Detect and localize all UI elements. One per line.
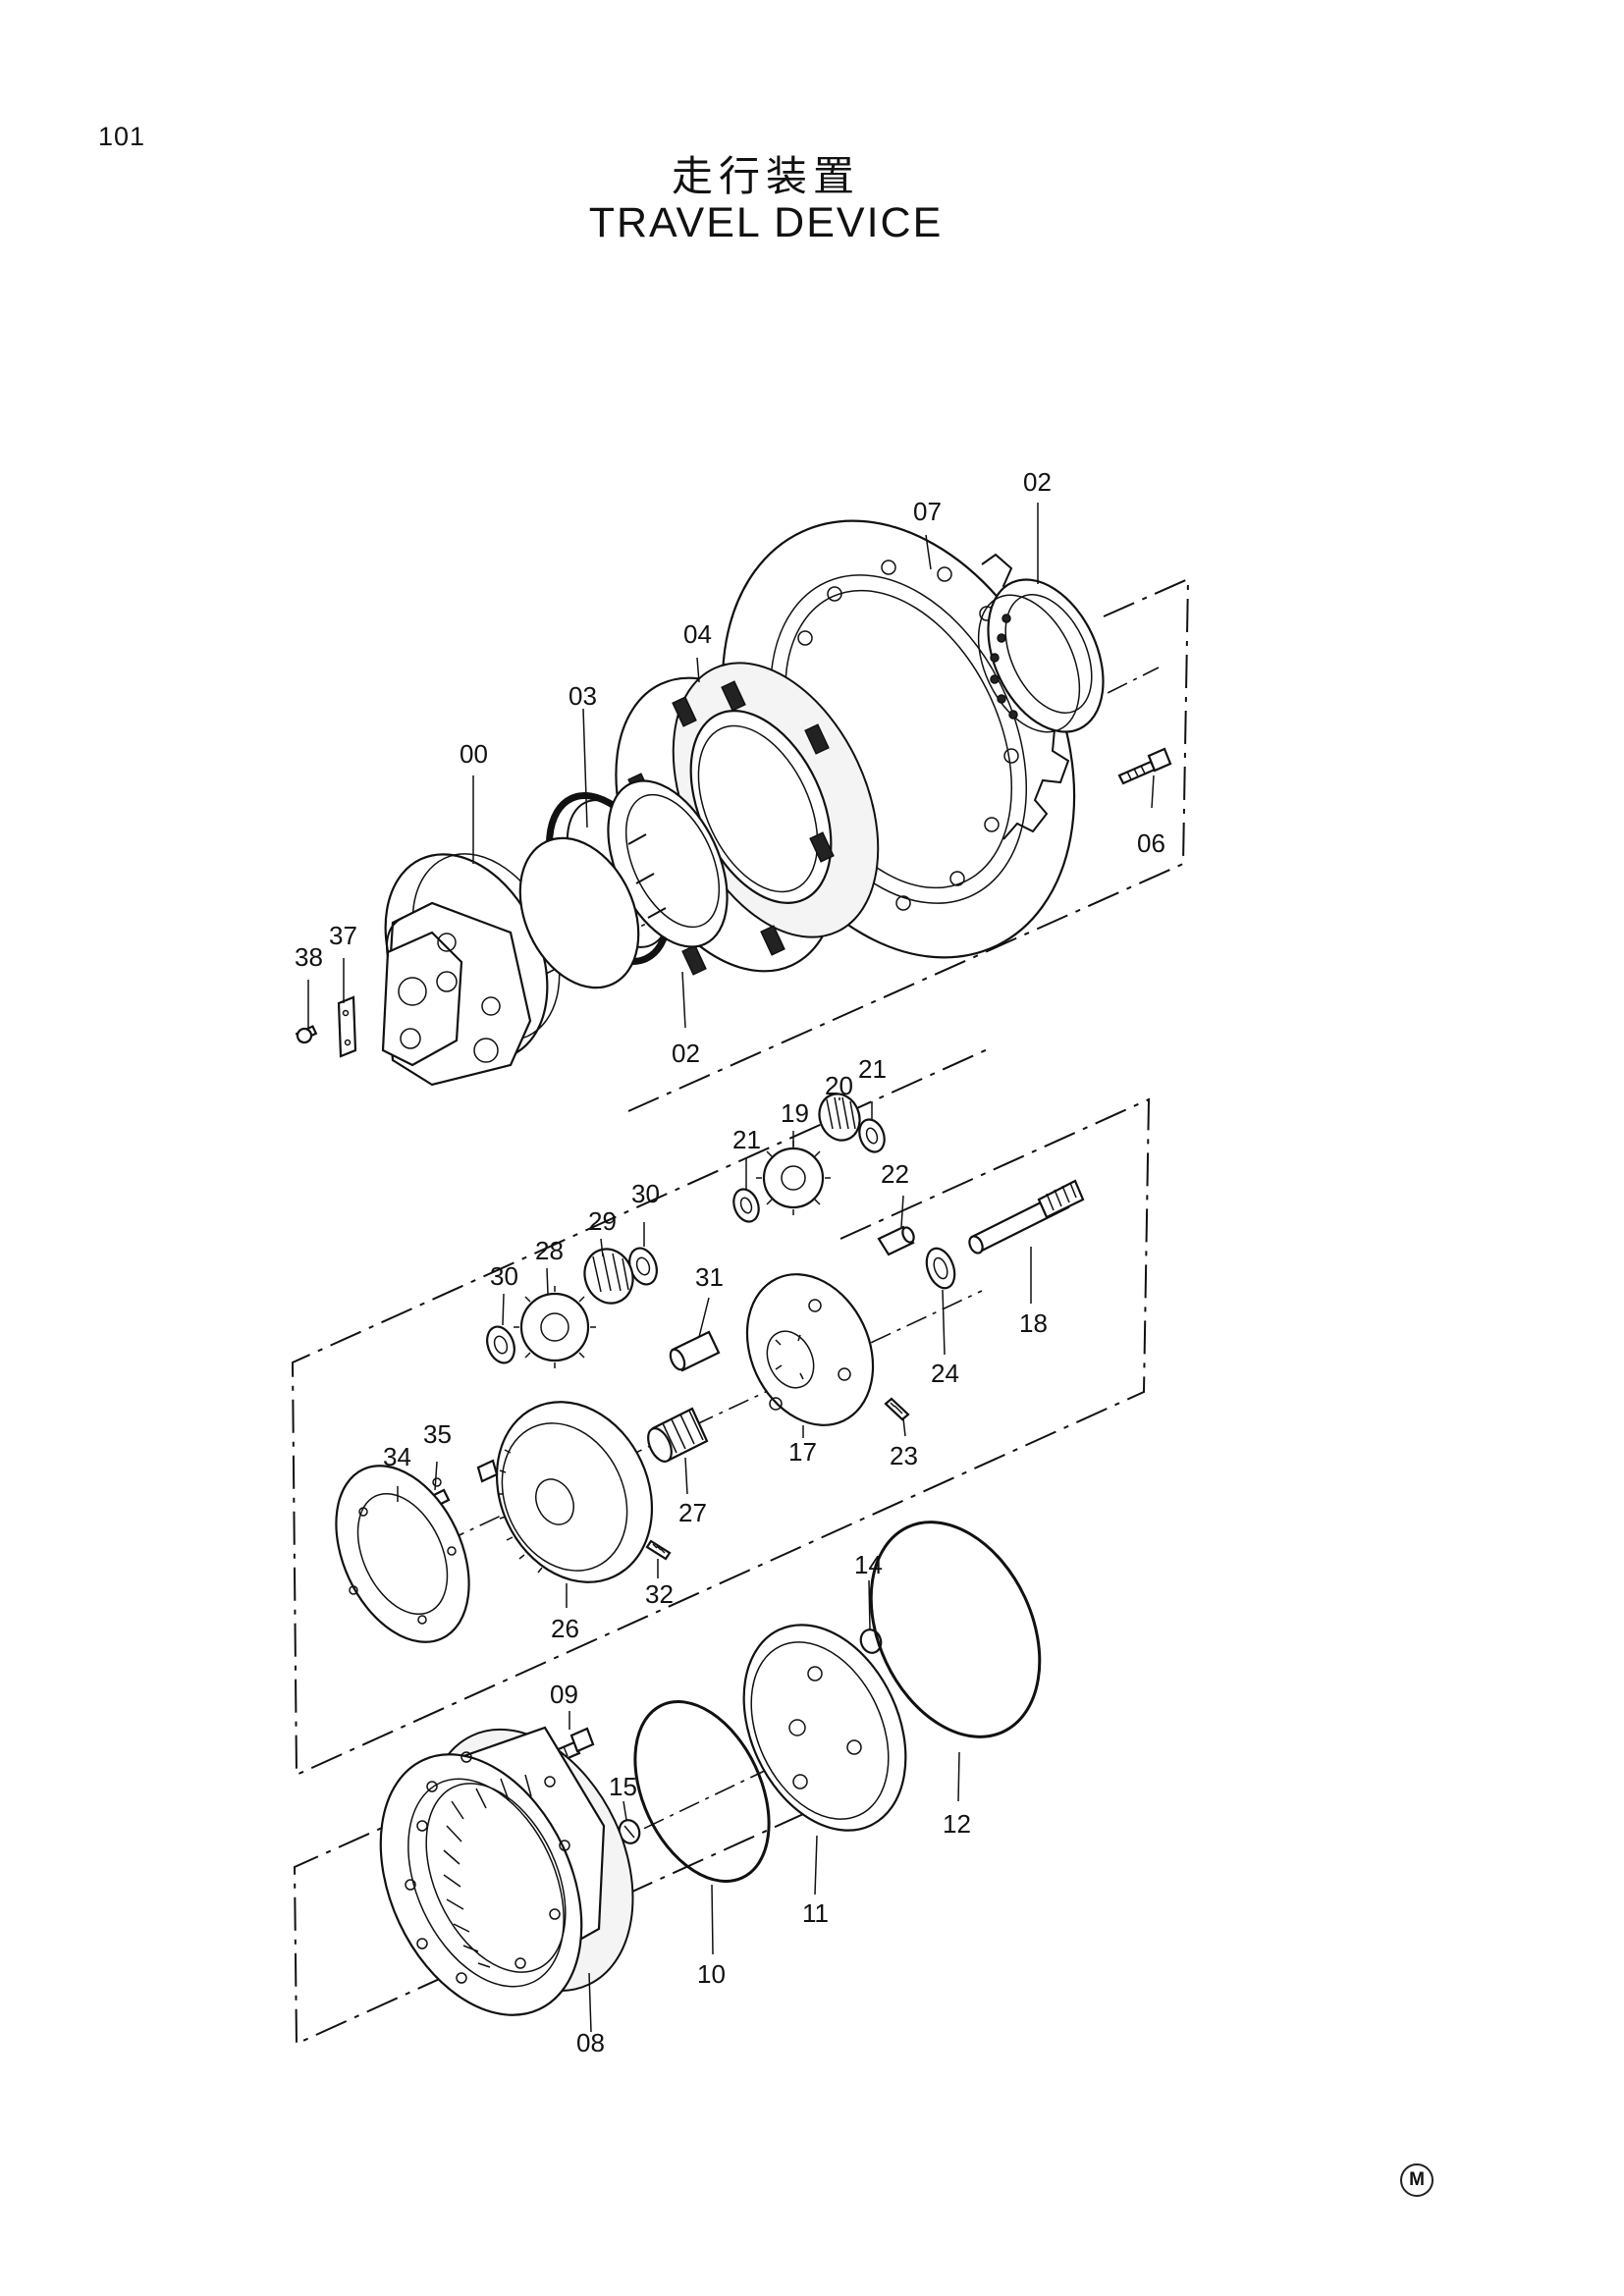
label-29: 29 [588, 1206, 617, 1236]
label-09: 09 [550, 1680, 578, 1709]
label-19: 19 [781, 1098, 809, 1128]
group-frame-upper [627, 577, 1190, 1112]
title-english: TRAVEL DEVICE [588, 199, 944, 246]
label-11: 11 [802, 1898, 829, 1928]
thrust-washer-part-30-left [486, 1325, 515, 1364]
label-23: 23 [890, 1441, 918, 1470]
label-06: 06 [1137, 828, 1165, 858]
page-number: 101 [98, 122, 146, 151]
label-14: 14 [854, 1550, 883, 1579]
screw-part-38 [295, 1025, 318, 1044]
needle-bearing-part-29 [583, 1248, 634, 1305]
label-02-upper: 02 [1023, 467, 1052, 497]
label-15: 15 [609, 1772, 637, 1801]
thrust-washer-part-21-left [732, 1188, 760, 1223]
sun-gear-part-27 [647, 1407, 709, 1463]
shaft-part-18 [968, 1179, 1085, 1255]
group-frame-middle [291, 1047, 1151, 1777]
title-japanese: 走行装置 [671, 153, 860, 199]
o-ring-part-12 [869, 1521, 1042, 1738]
planet-carrier-part-26 [476, 1401, 654, 1583]
thrust-plate-part-34 [335, 1465, 470, 1643]
label-37: 37 [329, 921, 357, 950]
travel-motor-part-00 [381, 836, 640, 1087]
pin-part-22 [877, 1225, 915, 1256]
planet-gear-part-19 [756, 1141, 831, 1215]
thrust-washer-part-24 [925, 1247, 956, 1290]
label-07: 07 [913, 497, 942, 526]
label-24: 24 [931, 1359, 959, 1388]
label-12: 12 [943, 1809, 971, 1839]
label-26: 26 [551, 1614, 579, 1643]
spring-pin-part-32 [645, 1539, 672, 1561]
leader-lines-lower [568, 1579, 960, 2033]
axis-line-middle [372, 1290, 983, 1576]
label-20: 20 [825, 1071, 853, 1100]
label-34: 34 [383, 1442, 411, 1471]
label-02-lower: 02 [672, 1039, 700, 1068]
leader-lines-upper [307, 503, 1155, 1029]
label-10: 10 [697, 1959, 726, 1989]
planet-carrier-part-17 [745, 1273, 875, 1426]
ring-gear-housing-part-08 [379, 1726, 634, 2016]
planet-gear-part-28 [514, 1286, 596, 1368]
label-30-right: 30 [631, 1179, 660, 1208]
o-ring-part-10 [633, 1700, 771, 1883]
bolt-part-06 [1117, 747, 1172, 785]
label-00: 00 [460, 739, 488, 769]
leader-lines-middle [397, 1097, 1032, 1608]
label-22: 22 [881, 1159, 909, 1189]
label-18: 18 [1019, 1308, 1048, 1338]
label-04: 04 [683, 619, 712, 649]
label-28: 28 [535, 1236, 564, 1265]
pin-part-31 [669, 1330, 721, 1372]
label-38: 38 [295, 942, 323, 972]
label-31: 31 [695, 1262, 724, 1292]
label-30-left: 30 [490, 1261, 518, 1291]
thrust-washer-part-21-right [858, 1118, 886, 1153]
label-27: 27 [678, 1498, 707, 1527]
label-32: 32 [645, 1579, 674, 1609]
label-21-right: 21 [858, 1054, 887, 1084]
label-17: 17 [788, 1437, 817, 1467]
needle-bearing-part-20 [818, 1093, 861, 1142]
part-labels: 02 07 04 03 00 06 37 38 02 21 20 19 21 2… [295, 467, 1165, 2057]
spring-pin-part-23 [884, 1397, 910, 1421]
nameplate-part-37 [337, 995, 357, 1058]
label-03: 03 [568, 681, 597, 711]
bearing-part-02-upper [977, 578, 1105, 733]
cover-part-11 [742, 1624, 907, 1832]
label-21-left: 21 [732, 1125, 761, 1154]
manufacturer-mark: M [1400, 2163, 1434, 2197]
label-35: 35 [423, 1419, 452, 1449]
label-08: 08 [576, 2028, 605, 2057]
